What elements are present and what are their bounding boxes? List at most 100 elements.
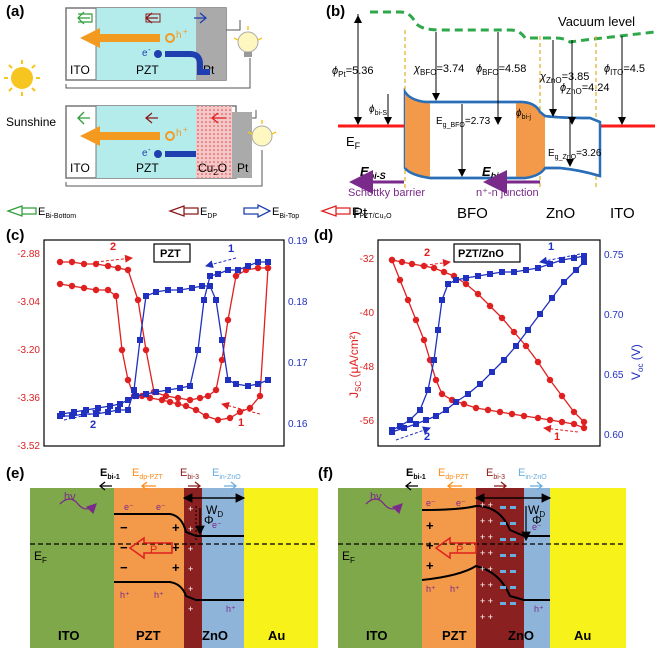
plot-d-red-lower-point [388,256,396,264]
f-interface-charges: + ++ ++ ++ ++ ++ ++ ++ + [480,500,493,622]
plot-c-blue-lower-point [219,337,225,343]
plot-d-red-upper-point [474,290,482,298]
plot-d-blue-upper-point [431,357,437,363]
svg-text:2: 2 [424,247,430,259]
plot-c-blue-lower-point [115,407,121,413]
svg-text:h⁺: h⁺ [450,584,460,594]
bulb-icon-top [233,26,263,57]
plot-d-red-lower-point [412,316,420,324]
plot-d-ylabel-left: JSC (μA/cm²) [347,331,363,398]
svg-text:+: + [426,558,434,573]
plot-c-blue-upper-line [61,261,268,415]
phi-bi-s-label: ϕbi-S [369,104,387,117]
plot-c-blue-lower-point [207,283,213,289]
plot-c-red-lower-point [56,280,64,288]
plot-d-blue-upper-point [445,281,451,287]
plot-c-red-upper-point [104,262,112,270]
plot-d-red-upper-point [546,376,554,384]
plot-c-red-lower-point [264,264,272,272]
plot-c-red-upper-point [218,356,226,364]
svg-text:−: − [120,540,128,555]
svg-text:ZnO: ZnO [202,628,228,643]
panel-b-label: (b) [326,3,345,20]
eg-zno-label: Eg_ZnO=3.26 [548,148,602,161]
svg-text:e⁻: e⁻ [124,502,134,512]
plot-c-blue-lower-point [255,381,261,387]
svg-text:1: 1 [238,417,244,429]
plot-c-red-upper-point [186,396,194,404]
plot-c-red-upper-point [142,346,150,354]
svg-text:+: + [172,540,180,555]
plot-c-red-upper-point [224,316,232,324]
svg-text:1: 1 [548,241,554,253]
svg-text:+: + [172,520,180,535]
panel-c: (c) -2.88 -3.04 -3.20 -3.36 -3.52 0.19 0… [6,227,308,452]
e-field-labels: Ebi-1 Edp-PZT Ebi-3 Ein-ZnO [98,467,241,491]
svg-text:-56: -56 [360,416,375,427]
plot-c-red-lower-point [92,286,100,294]
plot-d-red-lower-point [484,406,492,414]
plot-c-red-upper-line [60,261,268,401]
plot-c-red-upper-point [204,392,212,400]
plot-c-blue-upper-point [265,259,271,265]
svg-text:h⁺: h⁺ [120,590,130,600]
plot-c-red-upper-point [162,392,170,400]
band-diagram-outline [403,87,602,180]
chi-zno-label: χZnO=3.85 [539,71,589,85]
plot-c-blue-upper-point [235,267,241,273]
plot-d-blue-lower-point [489,369,495,375]
schottky-label: Schottky barrier [348,187,425,199]
svg-text:+: + [426,538,434,553]
f-hv-label: hv [370,491,382,503]
plot-c-blue-upper-point [245,263,251,269]
svg-text:EBi-Top: EBi-Top [272,206,299,220]
panel-f: (f) ITO PZT ZnO Au Ebi-1 Edp-PZT Ebi-3 E… [318,465,626,648]
svg-text:-: - [148,145,151,154]
svg-text:+ +: + + [480,548,493,558]
plot-c-red-lower-point [256,392,264,400]
electron-flow-arrow-top [165,51,210,75]
plot-c-blue-lower-point [213,297,219,303]
svg-text:Ein-ZnO: Ein-ZnO [212,467,241,481]
plot-c-blue-upper-point [177,385,183,391]
e-carriers: e⁻e⁻e⁻ h⁺h⁺h⁺ [120,502,236,614]
plot-c-blue-upper-point [71,409,77,415]
vacuum-level-line [370,10,656,44]
svg-text:Ebi-3: Ebi-3 [180,467,199,481]
svg-text:Ebi-3: Ebi-3 [486,467,505,481]
plot-d-blue-lower-point [581,259,587,265]
plot-c-blue-upper-point [59,411,65,417]
plot-d-blue-upper-point [425,387,431,393]
plot-c-blue-upper-point [225,267,231,273]
svg-text:0.70: 0.70 [604,310,624,321]
plot-d-blue-upper-point [453,277,459,283]
svg-text:-3.52: -3.52 [17,441,40,452]
plot-d-blue-lower-point [525,327,531,333]
plot-d-blue-upper-point [535,265,541,271]
panel-a: (a) Sunshine ITO PZT Pt [4,3,277,187]
f-layer-au [550,488,626,648]
plot-d-blue-lower-point [413,421,419,427]
plot-c-right-axis: 0.19 0.18 0.17 0.16 [288,236,308,430]
plot-d-red-lower-point [396,276,404,284]
svg-text:-32: -32 [360,254,375,265]
device-top: ITO PZT Pt h + e - [65,7,263,89]
plot-d-red-lower-point [558,418,566,426]
svg-text:P: P [150,544,157,556]
e-hv-label: hv [64,491,76,503]
svg-text:h⁺: h⁺ [154,590,164,600]
plot-d-blue-upper-point [389,427,395,433]
plot-d-blue-upper-point [499,269,505,275]
plot-d-red-lower-point [404,296,412,304]
svg-text:ITO: ITO [366,628,387,643]
plot-c-blue-lower-point [233,381,239,387]
e-photon-icon [59,498,97,515]
svg-text:Ebi-1: Ebi-1 [100,467,120,481]
legend-item-bi-top: EBi-Top [243,203,299,220]
plot-d-blue-lower-point [561,279,567,285]
plot-d-blue-upper-point [397,423,403,429]
svg-text:2: 2 [110,241,116,253]
svg-text:P: P [456,544,463,556]
plot-c-left-axis: -2.88 -3.04 -3.20 -3.36 -3.52 [17,249,40,452]
layer-cu2o-bottom: Cu2O [198,161,227,177]
